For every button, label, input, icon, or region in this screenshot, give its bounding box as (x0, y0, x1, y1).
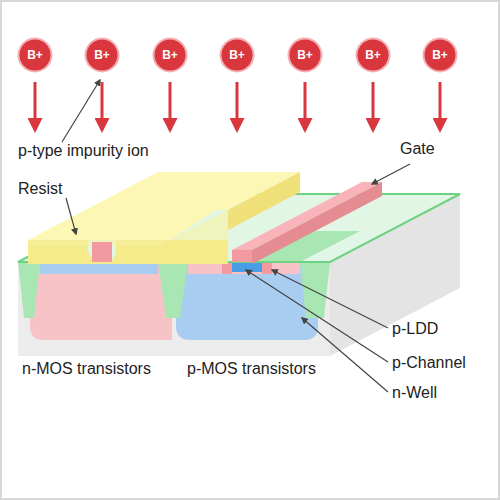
ion-label: B+ (355, 37, 391, 73)
ion-label: B+ (84, 37, 120, 73)
ion-circle: B+ (84, 37, 120, 73)
ion-circle: B+ (355, 37, 391, 73)
part-label: n-Well (392, 384, 437, 402)
ion-label: B+ (287, 37, 323, 73)
ion-label: B+ (152, 37, 188, 73)
ion-circle: B+ (219, 37, 255, 73)
leader-label: p-type impurity ion (18, 142, 149, 160)
part-label: Gate (400, 140, 435, 158)
region-label: p-MOS transistors (187, 360, 316, 378)
part-label: Resist (18, 180, 62, 198)
ion-label: B+ (17, 37, 53, 73)
ion-circle: B+ (17, 37, 53, 73)
ion-circle: B+ (287, 37, 323, 73)
part-label: p-LDD (392, 320, 438, 338)
region-label: n-MOS transistors (22, 360, 151, 378)
ion-circle: B+ (152, 37, 188, 73)
ion-circle: B+ (422, 37, 458, 73)
part-label: p-Channel (392, 354, 466, 372)
ion-label: B+ (219, 37, 255, 73)
ion-label: B+ (422, 37, 458, 73)
